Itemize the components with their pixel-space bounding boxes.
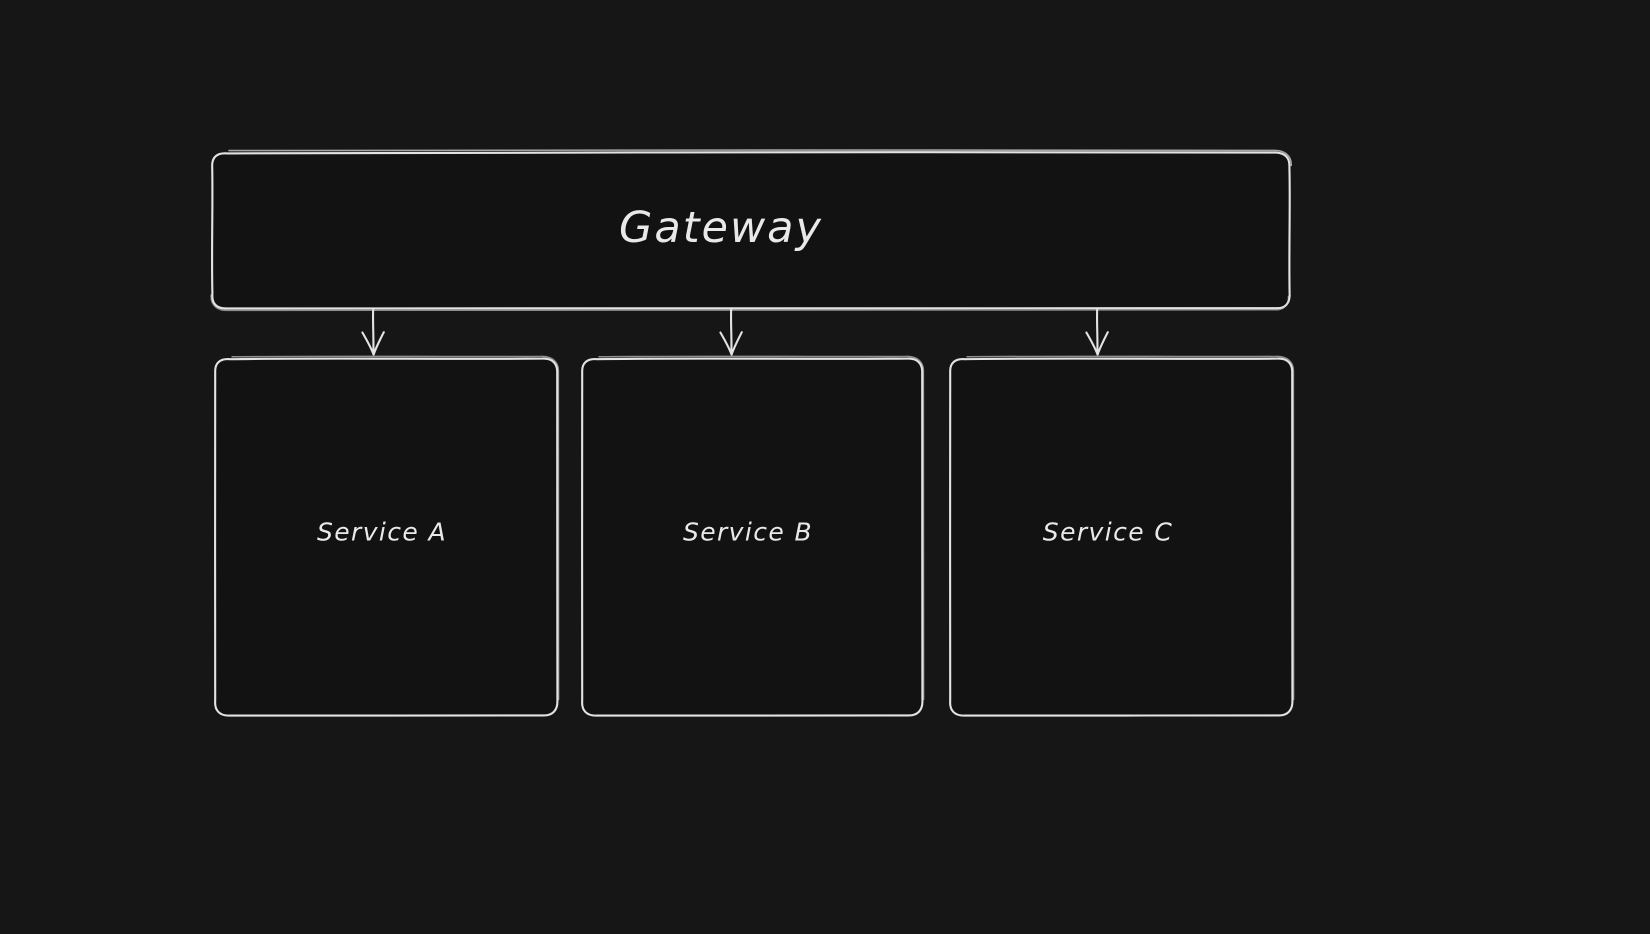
service-c-stroke-1 (948, 357, 1294, 717)
node-service-c[interactable] (950, 358, 1292, 715)
edge-gateway-to-service-b[interactable] (719, 307, 743, 356)
edge-b-arrowhead (719, 331, 743, 356)
node-service-a-shape[interactable] (213, 355, 560, 717)
edge-c-arrowhead (1085, 331, 1109, 356)
edge-gateway-to-service-a[interactable] (361, 307, 385, 356)
service-a-stroke-1 (213, 357, 559, 717)
gateway-stroke-2 (228, 149, 1293, 167)
node-service-b[interactable] (582, 358, 922, 715)
edge-gateway-to-service-c[interactable] (1085, 307, 1109, 356)
node-service-b-shape[interactable] (580, 355, 925, 717)
node-gateway-shape[interactable] (210, 149, 1293, 312)
service-c-stroke-2 (966, 355, 1295, 701)
edge-a-arrowhead (361, 331, 385, 356)
gateway-stroke-3 (210, 294, 1290, 312)
service-b-stroke-1 (580, 357, 924, 717)
service-a-stroke-2 (231, 355, 560, 701)
node-service-a[interactable] (215, 358, 557, 715)
service-a-fill (215, 358, 557, 715)
service-b-fill (582, 358, 922, 715)
node-gateway[interactable] (212, 152, 1290, 308)
service-c-fill (950, 358, 1292, 715)
gateway-stroke-1 (211, 151, 1291, 310)
node-service-c-shape[interactable] (948, 355, 1295, 717)
service-b-stroke-2 (598, 355, 925, 701)
gateway-fill (212, 152, 1290, 308)
